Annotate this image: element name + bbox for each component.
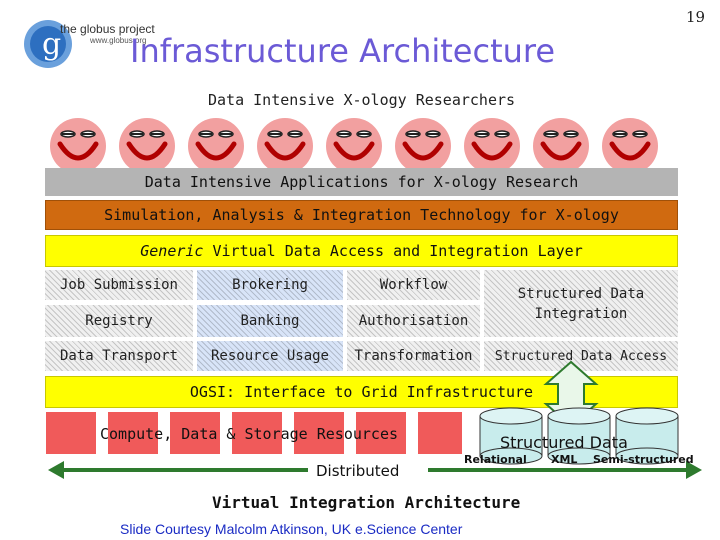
horizontal-double-arrow-icon	[48, 461, 702, 479]
relational-label: Relational	[464, 453, 527, 466]
footer-caption: Virtual Integration Architecture	[212, 493, 521, 512]
researchers-label: Data Intensive X-ology Researchers	[208, 91, 516, 109]
workflow-label: Workflow	[379, 277, 448, 293]
job-submission-cell: Job Submission	[45, 270, 193, 300]
registry-cell: Registry	[45, 305, 193, 337]
researcher-smiley-icon	[188, 118, 244, 174]
generic-band: Generic Virtual Data Access and Integrat…	[45, 235, 678, 267]
generic-label-rest: Virtual Data Access and Integration Laye…	[203, 242, 583, 260]
data-transport-cell: Data Transport	[45, 341, 193, 371]
resource-box	[108, 412, 158, 454]
generic-label-prefix: Generic	[140, 242, 204, 260]
data-transport-label: Data Transport	[59, 348, 178, 364]
structured-data-label: Structured Data	[500, 433, 628, 452]
resource-box	[46, 412, 96, 454]
researcher-smiley-icon	[50, 118, 106, 174]
distributed-label: Distributed	[316, 462, 400, 480]
structured-integration-cell: Structured Data Integration	[484, 270, 678, 337]
job-submission-label: Job Submission	[59, 277, 178, 293]
researchers-row	[38, 112, 678, 176]
transformation-label: Transformation	[354, 348, 473, 364]
logo-letter: g	[42, 27, 61, 62]
resource-usage-cell: Resource Usage	[197, 341, 343, 371]
resource-box	[170, 412, 220, 454]
banking-cell: Banking	[197, 305, 343, 337]
semi-structured-label: Semi-structured	[593, 453, 694, 466]
brokering-label: Brokering	[232, 277, 308, 293]
registry-label: Registry	[85, 313, 153, 329]
applications-label: Data Intensive Applications for X-ology …	[144, 173, 579, 191]
researcher-faces	[50, 118, 658, 174]
slide-number: 19	[686, 8, 706, 26]
researcher-smiley-icon	[464, 118, 520, 174]
footer-credit: Slide Courtesy Malcolm Atkinson, UK e.Sc…	[120, 521, 463, 537]
globus-logo: g the globus project www.globus.org	[4, 4, 155, 74]
researcher-smiley-icon	[326, 118, 382, 174]
workflow-cell: Workflow	[347, 270, 480, 300]
transformation-cell: Transformation	[347, 341, 480, 371]
cylinder-xml-icon	[547, 407, 611, 465]
applications-band: Data Intensive Applications for X-ology …	[45, 168, 678, 196]
structured-access-cell: Structured Data Access	[484, 341, 678, 371]
resource-box	[294, 412, 344, 454]
slide-title: Infrastructure Architecture	[130, 32, 556, 70]
resource-box	[418, 412, 462, 454]
compute-resources-label: Compute, Data & Storage Resources	[100, 425, 399, 443]
authorisation-cell: Authorisation	[347, 305, 480, 337]
structured-access-label: Structured Data Access	[494, 348, 668, 364]
simulation-band: Simulation, Analysis & Integration Techn…	[45, 200, 678, 230]
xml-label: XML	[551, 453, 578, 466]
researcher-smiley-icon	[533, 118, 589, 174]
resource-box	[356, 412, 406, 454]
globus-logo-icon: g	[24, 20, 72, 68]
researcher-smiley-icon	[119, 118, 175, 174]
cylinder-relational-icon	[479, 407, 543, 465]
banking-label: Banking	[240, 313, 300, 329]
resource-box	[232, 412, 282, 454]
researcher-smiley-icon	[602, 118, 658, 174]
simulation-label: Simulation, Analysis & Integration Techn…	[104, 206, 619, 224]
researcher-smiley-icon	[257, 118, 313, 174]
resource-usage-label: Resource Usage	[210, 348, 329, 364]
logo-text: the globus project	[60, 22, 155, 36]
brokering-cell: Brokering	[197, 270, 343, 300]
ogsi-label: OGSI: Interface to Grid Infrastructure	[189, 383, 534, 401]
researcher-smiley-icon	[395, 118, 451, 174]
authorisation-label: Authorisation	[358, 313, 469, 329]
structured-integration-label: Structured Data Integration	[517, 285, 645, 322]
cylinder-semi-structured-icon	[615, 407, 679, 465]
logo-url: www.globus.org	[90, 36, 147, 45]
